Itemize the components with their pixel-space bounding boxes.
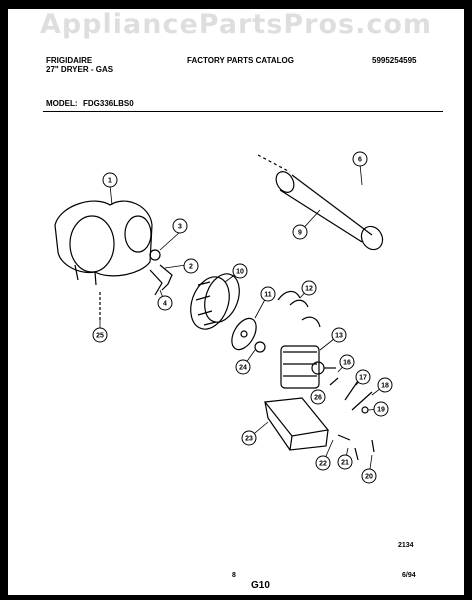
svg-text:26: 26 (314, 395, 322, 402)
model-value: FDG336LBS0 (83, 99, 134, 108)
callout-1: 1 (102, 172, 118, 188)
header-rule (43, 111, 443, 112)
part-callouts: 1 2 3 4 6 9 10 11 12 13 16 17 18 19 20 2… (92, 151, 393, 484)
svg-text:2: 2 (189, 264, 193, 271)
svg-text:4: 4 (163, 301, 167, 308)
callout-19: 19 (373, 401, 389, 417)
callout-20: 20 (361, 468, 377, 484)
catalog-title: FACTORY PARTS CATALOG (187, 56, 294, 65)
svg-text:10: 10 (236, 269, 244, 276)
svg-text:1: 1 (108, 178, 112, 185)
page-code: G10 (251, 580, 270, 591)
blower-housing-drawing (54, 200, 153, 286)
callout-13: 13 (331, 327, 347, 343)
svg-text:23: 23 (245, 436, 253, 443)
callout-22: 22 (315, 455, 331, 471)
model-label: MODEL: (46, 99, 78, 108)
callout-6: 6 (352, 151, 368, 167)
blower-wheel-drawing (190, 273, 240, 330)
brand-label: FRIGIDAIRE (46, 56, 93, 65)
svg-text:24: 24 (239, 365, 247, 372)
svg-text:3: 3 (178, 224, 182, 231)
callout-26: 26 (310, 389, 326, 405)
callout-17: 17 (355, 369, 371, 385)
product-label: 27" DRYER - GAS (46, 65, 114, 74)
callout-25: 25 (92, 327, 108, 343)
callout-12: 12 (301, 280, 317, 296)
page-number: 8 (232, 572, 236, 579)
svg-text:19: 19 (377, 407, 385, 414)
callout-16: 16 (339, 354, 355, 370)
svg-text:13: 13 (335, 333, 343, 340)
motor-drawing (280, 345, 336, 389)
drawing-number: 2134 (398, 542, 414, 549)
svg-text:25: 25 (96, 333, 104, 340)
svg-text:20: 20 (365, 474, 373, 481)
callout-3: 3 (172, 218, 188, 234)
svg-text:17: 17 (359, 375, 367, 382)
catalog-page (8, 9, 464, 595)
svg-text:11: 11 (264, 292, 272, 299)
callout-11: 11 (260, 286, 276, 302)
svg-text:6: 6 (358, 157, 362, 164)
svg-text:18: 18 (381, 383, 389, 390)
callout-18: 18 (377, 377, 393, 393)
svg-text:12: 12 (305, 286, 313, 293)
svg-text:22: 22 (319, 461, 327, 468)
callout-21: 21 (337, 454, 353, 470)
callout-4: 4 (157, 295, 173, 311)
motor-mount-drawing (263, 397, 330, 451)
callout-9: 9 (292, 224, 308, 240)
svg-text:9: 9 (298, 230, 302, 237)
drum-part-drawing (257, 154, 384, 251)
callout-23: 23 (241, 430, 257, 446)
callout-10: 10 (232, 263, 248, 279)
svg-text:16: 16 (343, 360, 351, 367)
catalog-number: 5995254595 (372, 56, 417, 65)
callout-2: 2 (183, 258, 199, 274)
callout-24: 24 (235, 359, 251, 375)
svg-text:21: 21 (341, 460, 349, 467)
revision-date: 6/94 (402, 572, 416, 579)
